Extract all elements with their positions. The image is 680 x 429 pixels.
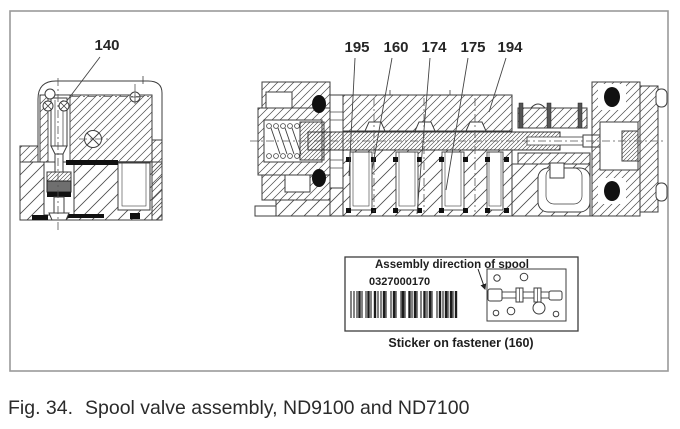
leader-line-140 bbox=[65, 56, 101, 103]
right-section-view bbox=[250, 81, 668, 217]
left-section-view bbox=[19, 76, 163, 232]
leader-line-195 bbox=[348, 57, 356, 177]
callout-194: 194 bbox=[497, 39, 523, 56]
callout-160: 160 bbox=[383, 39, 408, 56]
barcode bbox=[350, 291, 458, 318]
callout-195: 195 bbox=[344, 39, 369, 56]
direction-arrow-icon bbox=[477, 268, 487, 290]
spool-diagram bbox=[486, 268, 567, 322]
figure-caption: Fig. 34. Spool valve assembly, ND9100 and… bbox=[8, 397, 668, 420]
figure-number: Fig. 34. bbox=[8, 397, 74, 419]
sticker-detail: Assembly direction of spool 0327000170 bbox=[344, 256, 579, 350]
barcode-number: 0327000170 bbox=[369, 276, 430, 288]
figure-title: Spool valve assembly, ND9100 and ND7100 bbox=[85, 397, 470, 419]
callout-140: 140 bbox=[94, 37, 119, 54]
leader-line-194 bbox=[488, 57, 507, 113]
sticker-caption: Sticker on fastener (160) bbox=[388, 336, 533, 350]
callout-174: 174 bbox=[421, 39, 447, 56]
callout-175: 175 bbox=[460, 39, 485, 56]
leader-line-174 bbox=[416, 57, 431, 215]
leader-line-160 bbox=[371, 57, 393, 171]
sticker-heading: Assembly direction of spool bbox=[375, 259, 529, 271]
callouts: 140 195 160 174 175 194 bbox=[65, 37, 523, 215]
leader-line-175 bbox=[445, 57, 469, 191]
